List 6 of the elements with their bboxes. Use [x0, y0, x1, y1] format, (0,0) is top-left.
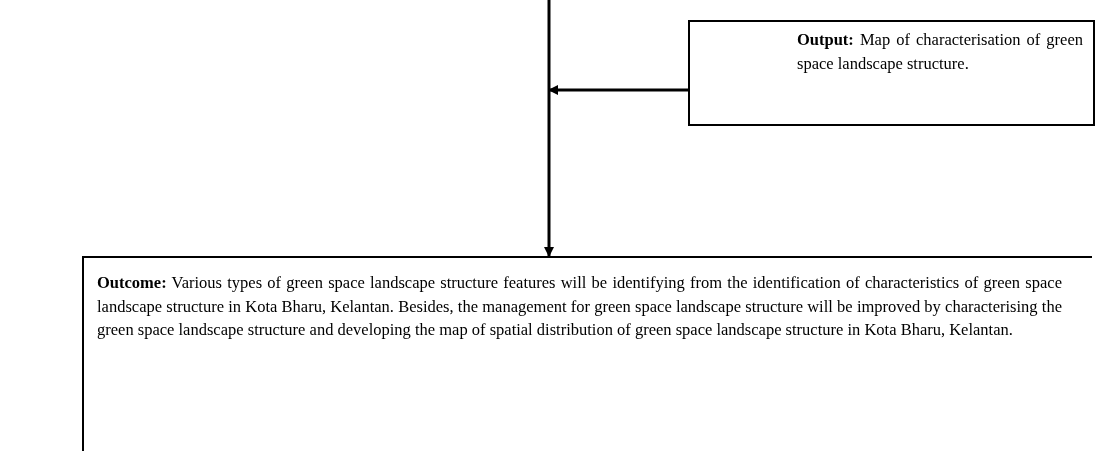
arrow	[544, 0, 554, 257]
box-text: Outcome: Various types of green space landscape structure features will be identifying from the identification of characteristics of green space landscape structure in Kota Bharu, Kelantan. Besides, the management for green space landscape structure will be improved by characterising the green space landscape structure and developing the map of spatial distribution of green space landscape structure in Kota Bharu, Kelantan.	[97, 272, 1062, 341]
box-text: Output: Map of characterisation of green space landscape structure.	[797, 29, 1083, 75]
output-box	[688, 20, 1095, 126]
outcome-box	[82, 256, 1092, 451]
arrow	[548, 85, 688, 95]
